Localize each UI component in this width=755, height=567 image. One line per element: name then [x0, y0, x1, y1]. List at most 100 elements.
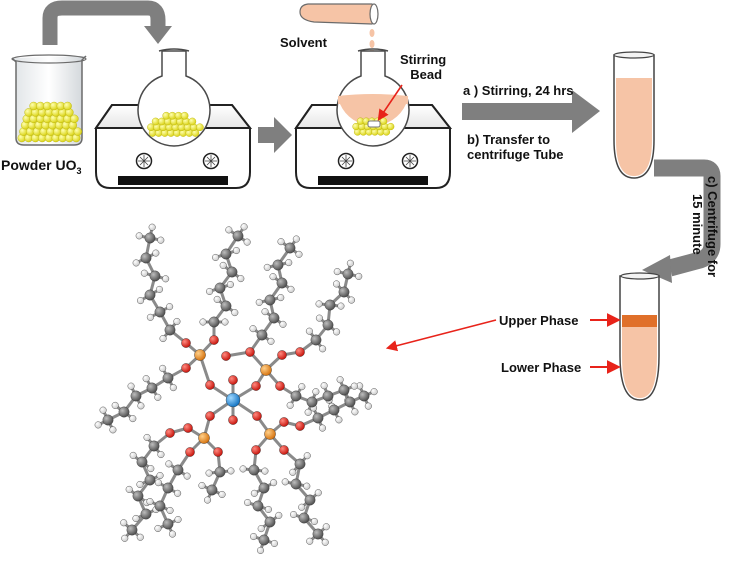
hydrogen-atom [127, 382, 135, 390]
solvent-label: Solvent [280, 35, 327, 50]
carbon-atom [136, 456, 148, 468]
carbon-atom [146, 382, 158, 394]
hydrogen-atom [305, 327, 313, 335]
hydrogen-atom [199, 318, 207, 326]
hydrogen-atom [129, 415, 137, 423]
hydrogen-atom [157, 451, 165, 459]
powder-uo3-label: Powder UO3 [1, 157, 82, 176]
hydrogen-atom [255, 298, 263, 306]
hydrogen-atom [155, 285, 163, 293]
hydrogen-atom [157, 236, 165, 244]
oxygen-atom [165, 428, 175, 438]
hydrogen-atom [221, 318, 229, 326]
powder-particle [63, 101, 72, 111]
hydrogen-atom [263, 263, 271, 271]
hydrogen-atom [333, 328, 341, 336]
hydrogen-atom [154, 524, 162, 532]
carbon-atom [294, 458, 306, 470]
hydrogen-atom [287, 285, 295, 293]
hydrogen-atom [225, 226, 233, 234]
phosphorus-atom [194, 349, 206, 361]
oxygen-atom [181, 363, 191, 373]
hydrogen-atom [336, 376, 344, 384]
complex-pointer [385, 319, 497, 352]
lower-phase-label: Lower Phase [501, 360, 582, 375]
carbon-atom [276, 277, 288, 289]
carbon-atom [256, 329, 268, 341]
hydrogen-atom [249, 325, 257, 333]
carbon-atom [344, 396, 356, 408]
carbon-atom [298, 512, 310, 524]
carbon-atom [149, 270, 161, 282]
hydrogen-atom [292, 235, 300, 243]
hydrogen-atom [109, 426, 117, 434]
stirring-bead [367, 120, 381, 128]
hydrogen-atom [350, 382, 358, 390]
hydrogen-atom [206, 287, 214, 295]
hydrogen-atom [304, 408, 312, 416]
hydrogen-atom [154, 479, 162, 487]
arrow-beaker-to-flask [42, 0, 166, 45]
hydrogen-atom [261, 308, 269, 316]
hydrogen-atom [351, 408, 359, 416]
hydrogen-atom [314, 489, 322, 497]
oxygen-atom [245, 347, 255, 357]
hydrogen-atom [137, 402, 145, 410]
oxygen-atom [205, 380, 215, 390]
carbon-atom [164, 324, 176, 336]
phosphorus-atom [260, 364, 272, 376]
hydrogen-atom [270, 539, 278, 547]
carbon-atom [144, 289, 156, 301]
hydrogen-atom [250, 489, 258, 497]
carbon-atom [154, 306, 166, 318]
oxygen-atom [251, 381, 261, 391]
carbon-atom [226, 266, 238, 278]
hydrogen-atom [132, 514, 140, 522]
carbon-atom [290, 478, 302, 490]
hydrogen-atom [370, 388, 378, 396]
uranium-atom [225, 392, 241, 408]
hydrogen-atom [231, 309, 239, 317]
carbon-atom [148, 440, 160, 452]
hydrogen-atom [319, 345, 327, 353]
oxygen-atom [277, 350, 287, 360]
upper-phase-label: Upper Phase [499, 313, 579, 328]
hydrogen-atom [168, 530, 176, 538]
carbon-atom [140, 252, 152, 264]
hydrogen-atom [269, 273, 277, 281]
hydrogen-atom [261, 467, 269, 475]
hydrogen-atom [337, 302, 345, 310]
hydrogen-atom [173, 317, 181, 325]
hydrogen-atom [347, 296, 355, 304]
hydrogen-atom [306, 537, 314, 545]
hydrogen-atom [152, 249, 160, 257]
hydrogen-atom [289, 468, 297, 476]
carbon-atom [214, 282, 226, 294]
hydrogen-atom [277, 294, 285, 302]
powder-particle [379, 117, 388, 125]
hydrogen-atom [148, 223, 156, 231]
oxygen-atom [183, 423, 193, 433]
hydrogen-atom [275, 511, 283, 519]
carbon-atom [144, 474, 156, 486]
hydrogen-atom [205, 469, 213, 477]
step-c-label: c) Centrifuge for 15 minute [690, 176, 720, 278]
hydrogen-atom [143, 433, 151, 441]
stirring-bead-pointer [377, 84, 403, 121]
hydrogen-atom [159, 364, 167, 372]
carbon-atom [338, 286, 350, 298]
hydrogen-atom [166, 506, 174, 514]
hydrogen-atom [140, 269, 148, 277]
hydrogen-atom [320, 382, 328, 390]
carbon-atom [258, 482, 270, 494]
hydrogen-atom [290, 511, 298, 519]
carbon-atom [304, 494, 316, 506]
hydrogen-atom [142, 375, 150, 383]
arrow-between-plates-head [274, 117, 292, 153]
hydrogen-atom [295, 250, 303, 258]
hydrogen-atom [121, 534, 129, 542]
hydrogen-atom [156, 472, 164, 480]
powder-particle [387, 122, 395, 131]
hydrogen-atom [154, 393, 162, 401]
